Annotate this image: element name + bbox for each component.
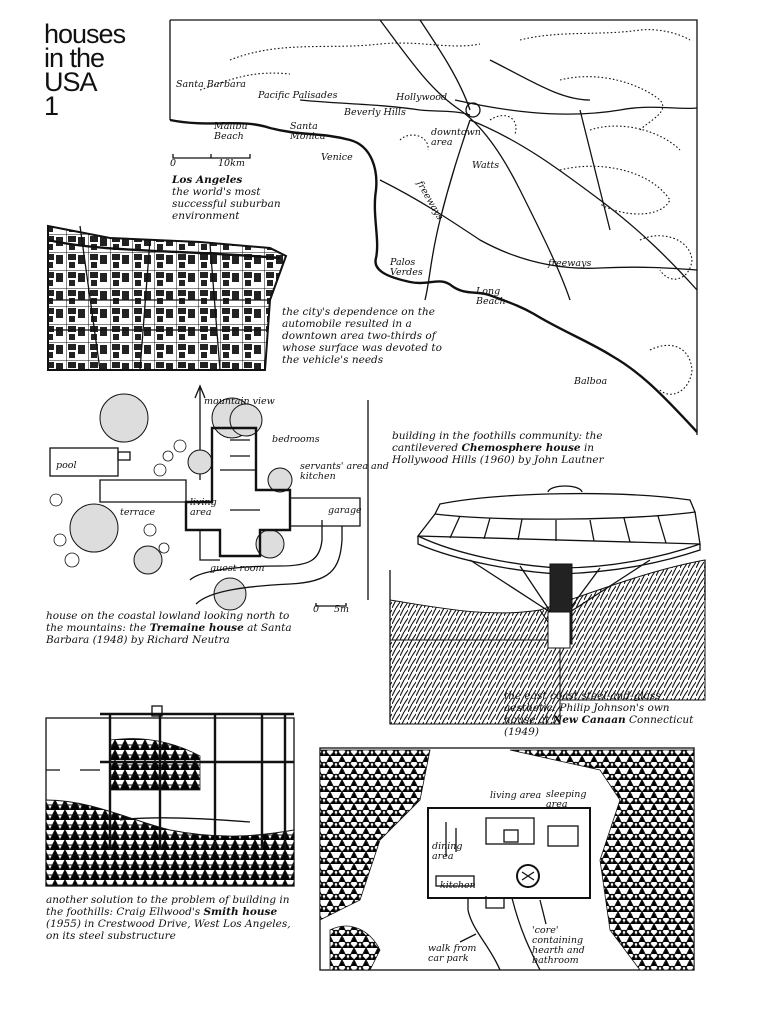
chemosphere-caption: building in the foothills community: the… [392, 430, 642, 466]
map-label-santa-barbara: Santa Barbara [176, 79, 246, 90]
tremaine-label-guest-room: guest room [210, 563, 265, 574]
tremaine-scale-m: 5m [334, 604, 350, 615]
plan-label-walk: walk from car park [428, 943, 477, 964]
map-label-freeways: freeways [548, 258, 592, 269]
map-label-santa-monica: Santa Monica [290, 121, 326, 142]
map-scale-zero: 0 [170, 158, 177, 169]
title-line: houses [44, 19, 126, 49]
smith-caption-bold: Smith house [203, 906, 278, 918]
tremaine-label-bedrooms: bedrooms [272, 434, 320, 445]
map-caption-text: the world's most successful suburban env… [172, 186, 281, 222]
map-caption-bold: Los Angeles [172, 174, 243, 186]
glass-caption-post: Connecticut (1949) [504, 714, 694, 738]
map-label-pacific-palisades: Pacific Palisades [258, 90, 338, 101]
map-label-venice: Venice [321, 152, 353, 163]
map-label-malibu-beach: Malibu Beach [214, 121, 248, 142]
map-scale-km: 10km [218, 158, 245, 169]
tremaine-label-garage: garage [328, 505, 362, 516]
map-label-long-beach: Long Beach [476, 286, 506, 307]
tremaine-caption-pre: house on the coastal lowland looking nor… [46, 610, 290, 634]
chemosphere-caption-pre: building in the foothills community: the… [392, 430, 603, 454]
map-label-downtown-area: downtown area [431, 127, 481, 148]
glass-caption-bold: New Canaan [552, 714, 626, 726]
plan-label-living-area: living area [490, 790, 542, 801]
plan-label-core: 'core' containing hearth and bathroom [532, 925, 585, 966]
glass-house-caption: the east coast steel-and-glass aesthetic… [504, 690, 704, 738]
map-label-hollywood: Hollywood [396, 92, 448, 103]
page-title: houses in the USA 1 [44, 19, 164, 121]
tremaine-label-living-area: living area [190, 497, 217, 518]
plan-label-sleeping-area: sleeping area [546, 789, 587, 810]
tremaine-caption: house on the coastal lowland looking nor… [46, 610, 296, 646]
plan-label-dining-area: dining area [432, 841, 463, 862]
tremaine-label-servants: servants' area and kitchen [300, 461, 389, 482]
title-line: in the [44, 43, 105, 73]
map-caption: Los Angeles the world's most successful … [172, 174, 312, 222]
title-line: USA [44, 67, 98, 97]
tremaine-scale-zero: 0 [313, 604, 320, 615]
chemosphere-caption-post: in Hollywood Hills (1960) by John Lautne… [392, 442, 604, 466]
tremaine-caption-bold: Tremaine house [149, 622, 244, 634]
plan-label-kitchen: kitchen [440, 880, 476, 891]
map-label-watts: Watts [472, 160, 500, 171]
chemosphere-caption-bold: Chemosphere house [461, 442, 581, 454]
tremaine-caption-post: at Santa Barbara (1948) by Richard Neutr… [46, 622, 292, 646]
tremaine-label-terrace: terrace [120, 507, 156, 518]
tremaine-label-mountain-view: mountain view [204, 396, 275, 407]
smith-caption-post: (1955) in Crestwood Drive, West Los Ange… [46, 918, 291, 942]
map-label-beverly-hills: Beverly Hills [344, 107, 406, 118]
title-line: 1 [44, 91, 59, 121]
glass-caption-pre: the east coast steel-and-glass aesthetic… [504, 690, 670, 726]
smith-house-caption: another solution to the problem of build… [46, 894, 306, 942]
tremaine-label-pool: pool [56, 460, 77, 471]
map-label-balboa: Balboa [574, 376, 608, 387]
downtown-caption: the city's dependence on the automobile … [282, 306, 442, 366]
smith-caption-pre: another solution to the problem of build… [46, 894, 290, 918]
map-label-palos-verdes: Palos Verdes [390, 257, 423, 278]
